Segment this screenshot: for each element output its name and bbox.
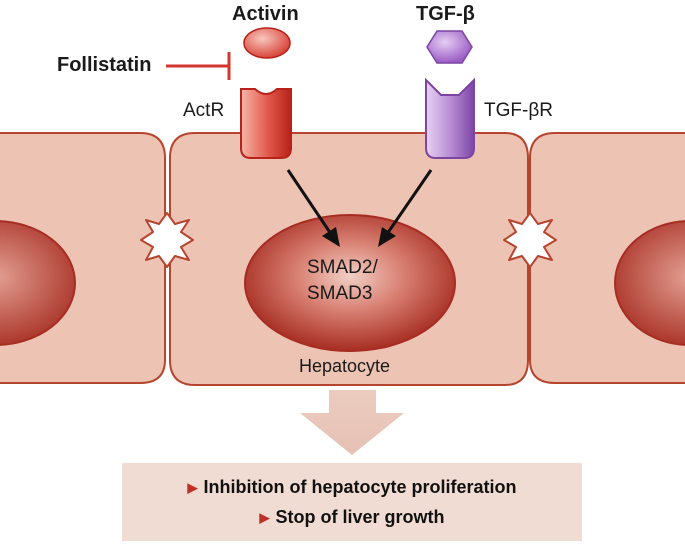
actr-receptor: [240, 88, 292, 159]
left-nucleus: [0, 220, 76, 346]
outcome-item: ▶ Stop of liver growth: [122, 507, 582, 528]
center-hepatocyte: [169, 132, 529, 386]
smad-label-line1: SMAD2/: [307, 257, 378, 278]
activin-label: Activin: [232, 3, 299, 25]
actr-to-smad-arrow: [286, 169, 340, 247]
right-triangle-icon: ▶: [187, 480, 198, 495]
actr-label: ActR: [183, 100, 225, 121]
activin-ligand: [243, 27, 291, 59]
inhibition-bar-icon: [166, 52, 231, 80]
right-junction-burst: [503, 212, 557, 268]
hepatocyte-label: Hepatocyte: [299, 356, 391, 376]
smad-label-line2: SMAD3: [307, 283, 373, 304]
left-hepatocyte: [0, 132, 166, 384]
tgf-beta-receptor: [425, 77, 475, 159]
tgf-beta-label: TGF-β: [416, 3, 475, 25]
right-triangle-icon: ▶: [259, 510, 270, 525]
right-hepatocyte: [529, 132, 685, 384]
outcome-text: Stop of liver growth: [275, 507, 445, 527]
right-nucleus: [614, 220, 685, 346]
tgf-beta-ligand: [426, 30, 473, 64]
center-nucleus: [244, 214, 456, 352]
outcome-item: ▶ Inhibition of hepatocyte proliferation: [122, 477, 582, 498]
tgfr-to-smad-arrow: [378, 169, 433, 247]
outcome-down-arrow: [300, 390, 404, 455]
left-junction-burst: [140, 212, 194, 268]
tgf-beta-r-label: TGF-βR: [484, 100, 553, 121]
outcome-text: Inhibition of hepatocyte proliferation: [203, 477, 517, 497]
outcome-box: ▶Inhibition of hepatocyte proliferation …: [122, 463, 582, 541]
follistatin-label: Follistatin: [57, 54, 152, 76]
